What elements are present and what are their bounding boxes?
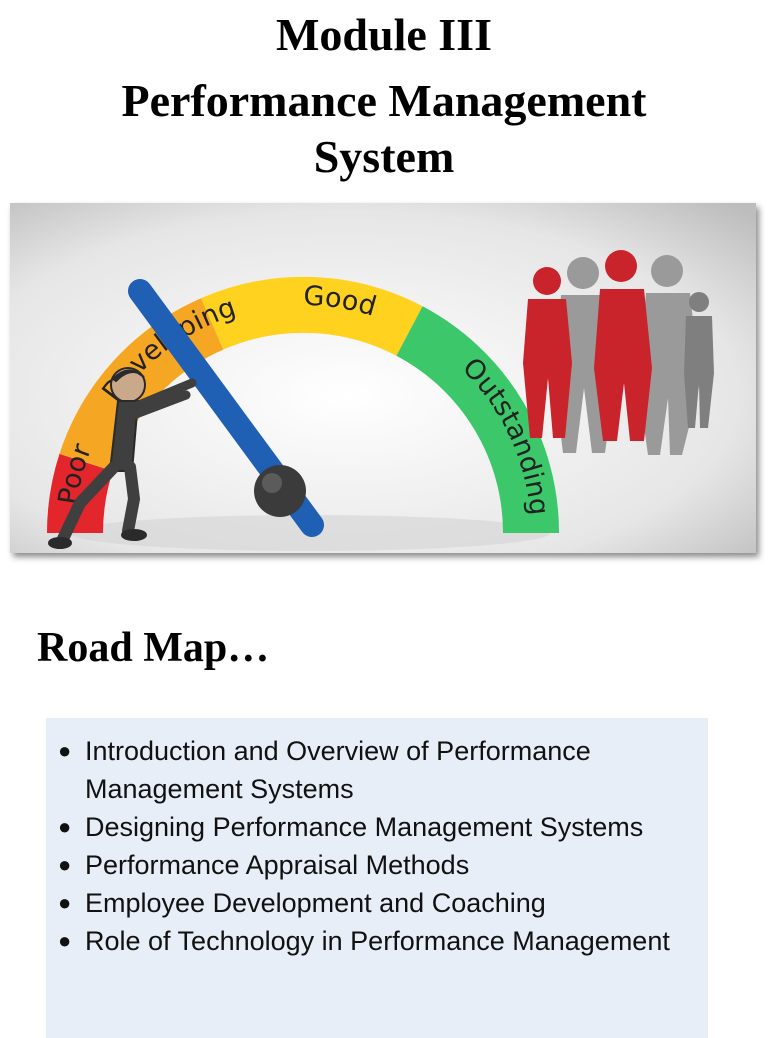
roadmap-list-box: ● Introduction and Overview of Performanc… <box>46 718 708 1038</box>
bullet-icon: ● <box>58 852 72 877</box>
bullet-icon: ● <box>58 738 72 763</box>
list-item: ● Designing Performance Management System… <box>58 808 688 846</box>
gauge-needle <box>128 279 324 537</box>
roadmap-list: ● Introduction and Overview of Performanc… <box>46 718 708 960</box>
module-title: Module III <box>276 9 492 60</box>
list-item-text: Designing Performance Management Systems <box>85 812 644 842</box>
list-item: ● Role of Technology in Performance Manag… <box>58 922 688 960</box>
performance-gauge-banner: Poor Developing Good Outstanding <box>10 203 756 553</box>
list-item: ● Introduction and Overview of Performanc… <box>58 732 688 808</box>
gauge-illustration: Poor Developing Good Outstanding <box>10 203 756 553</box>
bullet-icon: ● <box>58 928 72 953</box>
pushing-figure <box>48 367 197 549</box>
list-item-text: Role of Technology in Performance Manage… <box>85 926 670 956</box>
page-title-line-2: System <box>313 131 455 182</box>
page-title-line-1: Performance Management <box>121 75 647 126</box>
team-silhouettes <box>523 250 714 455</box>
list-item-text: Performance Appraisal Methods <box>85 850 470 880</box>
list-item: ● Employee Development and Coaching <box>58 884 688 922</box>
list-item-text: Introduction and Overview of Performance… <box>85 736 591 804</box>
bullet-icon: ● <box>58 890 72 915</box>
roadmap-heading: Road Map… <box>37 625 270 671</box>
list-item: ● Performance Appraisal Methods <box>58 846 688 884</box>
gauge-segment-good <box>201 276 423 357</box>
gauge-segment-outstanding <box>395 306 560 534</box>
bullet-icon: ● <box>58 814 72 839</box>
list-item-text: Employee Development and Coaching <box>85 888 546 918</box>
